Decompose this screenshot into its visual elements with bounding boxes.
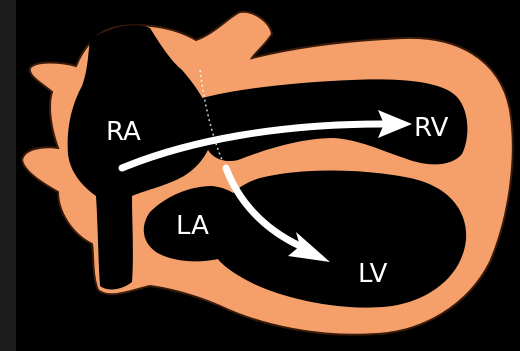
- label-lv: LV: [358, 259, 388, 289]
- left-frame-strip: [0, 0, 16, 351]
- label-rv: RV: [414, 113, 449, 143]
- label-la: LA: [176, 211, 209, 241]
- label-ra: RA: [106, 117, 141, 147]
